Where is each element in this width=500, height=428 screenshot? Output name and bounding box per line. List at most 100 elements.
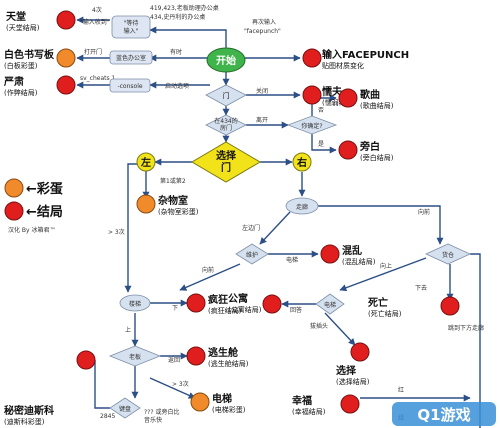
edge-jump-down <box>470 253 481 428</box>
ending-subtitle: (幸福结局) <box>292 407 326 416</box>
ending-happy: 幸福(幸福结局) <box>292 394 360 416</box>
ending-subtitle: (疯狂结局) <box>208 306 242 315</box>
ending-apartment: 公寓(公寓结局) <box>228 292 282 314</box>
label-back: 返回 <box>168 357 180 364</box>
console-box <box>109 78 151 93</box>
boss-label: 老板 <box>129 353 141 361</box>
ending-subtitle: (选择结局) <box>336 377 370 386</box>
keyboard-label: 键盘 <box>119 405 131 413</box>
legend-egg-swatch <box>4 178 24 198</box>
label-up: 向上 <box>380 262 392 270</box>
ending-narrator: 旁白(旁白结局) <box>338 140 394 162</box>
ending-title: 杂物室 <box>158 194 188 207</box>
ending-marker <box>56 10 76 30</box>
ending-subtitle: (电梯彩蛋) <box>212 405 246 414</box>
ending-title: 幸福 <box>292 394 312 407</box>
left-label: 左 <box>140 156 151 169</box>
door-label: 门 <box>223 91 230 100</box>
ending-title: 公寓 <box>228 292 248 305</box>
egg-marker <box>136 194 156 214</box>
edge-corridor-maint <box>259 211 291 245</box>
wait-input-line1: "等待 <box>124 19 139 27</box>
ending-elevator-egg: 电梯(电梯彩蛋) <box>190 392 246 414</box>
label-elevator: 电梯 <box>286 256 298 264</box>
label-first-or-second: 第1或第2 <box>160 177 186 185</box>
label-input-received: "输入收到" <box>80 18 110 26</box>
ending-title: 电梯 <box>212 392 232 405</box>
legend-egg-label: ←彩蛋 <box>26 181 63 197</box>
label-go-out: 离开 <box>256 116 268 124</box>
ending-title: 歌曲 <box>360 88 380 101</box>
choose-door-line1: 选择 <box>216 149 237 162</box>
egg-marker <box>56 48 76 68</box>
label-top-numbers-2: 434,史丹利的办公桌 <box>150 13 205 21</box>
left-node <box>136 152 156 172</box>
ending-coward: 懦夫(懦弱结局) <box>302 85 356 107</box>
corridor-node <box>285 197 319 215</box>
edge-maint-stairs <box>179 263 241 291</box>
ending-broom: 杂物室(杂物室彩蛋) <box>136 194 199 216</box>
ending-whiteboard: 白色书写板(白板彩蛋) <box>4 48 76 70</box>
label-or-white-1: ??? 或旁白比 <box>144 408 179 416</box>
label-left-door: 左边门 <box>242 224 260 232</box>
ending-subtitle: (歌曲结局) <box>360 101 394 110</box>
label-close: 关闭 <box>256 87 268 95</box>
ending-marker <box>320 244 340 264</box>
choose-door-line2: 门 <box>221 161 231 174</box>
endings: 天堂(天堂结局)白色书写板(白板彩蛋)严肃(作弊结局)输入FACEPUNCH贴图… <box>3 10 460 426</box>
edge-corridor-cargo <box>318 205 444 245</box>
boss-node <box>108 345 162 367</box>
egg-marker <box>190 392 210 412</box>
ending-song: 歌曲(歌曲结局) <box>338 88 394 110</box>
ending-subtitle: (旁白结局) <box>360 153 394 162</box>
label-yes: 是 <box>318 141 324 148</box>
in434-line2: 房门 <box>220 124 232 132</box>
door-node <box>205 84 247 107</box>
ending-marker <box>350 342 370 362</box>
edge-to-choice <box>324 312 356 346</box>
ending-choice: 选择(选择结局) <box>336 342 370 386</box>
label-enter-again-2: "facepunch" <box>244 28 281 35</box>
edge-to-narrator <box>311 134 337 154</box>
label-blue-office: 蓝色办公室 <box>116 54 146 62</box>
ending-marker <box>186 293 206 313</box>
your-choice-label: 你确定? <box>301 122 322 130</box>
ending-title: 天堂 <box>6 10 26 23</box>
label-unplug: 拔插头 <box>310 322 328 330</box>
label-launch-options: 启动选项 <box>165 82 189 90</box>
ending-serious: 严肃(作弊结局) <box>3 75 76 97</box>
ending-marker <box>56 75 76 95</box>
ending-marker <box>338 140 358 160</box>
blue-office-box <box>109 50 153 65</box>
in434-node <box>205 114 247 136</box>
start-label: 开始 <box>216 54 236 67</box>
your-choice-node <box>286 115 338 135</box>
label-three-times-2: > 3次 <box>172 380 189 388</box>
label-top-numbers-1: 419,423,老板助理办公桌 <box>150 4 219 12</box>
cargo-node <box>425 243 471 265</box>
stairs-node <box>119 294 151 312</box>
legend-ending-swatch <box>4 201 24 221</box>
label-or-white-2: 音乐快 <box>144 416 162 424</box>
ending-chaos: 混乱(混乱结局) <box>320 244 376 266</box>
ending-subtitle: (白板彩蛋) <box>4 61 38 70</box>
edge-to-elevator-egg <box>149 377 196 399</box>
edge-cargo-elevator <box>339 257 427 292</box>
legend: ←彩蛋 ←结局 汉化 By 冰箱君™ <box>4 178 63 234</box>
choose-door-node <box>191 141 261 183</box>
ending-title: 混乱 <box>342 244 362 257</box>
nodes: 开始 门 在434的 房门 你确定? 选择 门 左 右 第1或第2 > 3次 走… <box>100 47 484 424</box>
right-node <box>292 152 312 172</box>
top-labels: 419,423,老板助理办公桌 434,史丹利的办公桌 4次 "输入收到" "等… <box>80 4 324 148</box>
wait-input-box <box>111 15 151 39</box>
ending-title: 秘密迪斯科 <box>4 404 54 417</box>
ending-marker <box>340 394 360 414</box>
ending-subtitle: (杂物室彩蛋) <box>158 207 199 216</box>
edge-left-stairs <box>124 163 138 293</box>
corridor-label: 走廊 <box>296 203 308 211</box>
edge-to-wait <box>149 26 227 48</box>
ending-title: 死亡 <box>368 296 388 309</box>
label-jump-down: 跳到下方走廊 <box>448 324 484 332</box>
watermark-logo: Q1游戏 <box>392 402 496 426</box>
